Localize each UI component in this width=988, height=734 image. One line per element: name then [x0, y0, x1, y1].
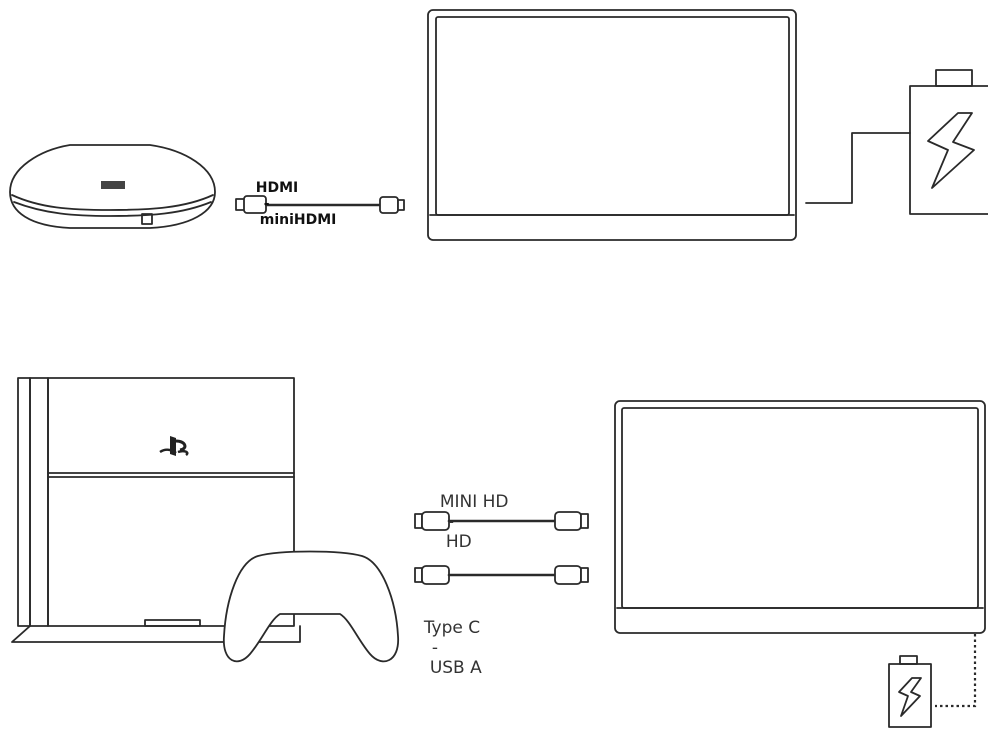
playstation-console-icon	[11, 377, 301, 643]
bottom-hdmi-sep: -	[447, 512, 454, 532]
hdmi-minihdmi-cable	[235, 195, 405, 214]
gamepad-icon	[223, 550, 399, 663]
bottom-usb-sep: -	[431, 638, 438, 658]
bottom-usb-right: USB A	[429, 658, 482, 678]
top-cable-right: miniHDMI	[259, 212, 337, 228]
battery-charge-icon	[888, 655, 932, 728]
typec-usba-cable	[414, 565, 589, 585]
minihd-hd-cable	[414, 511, 589, 531]
bottom-hdmi-cable-label: MINI HD - HD	[429, 472, 509, 552]
battery-charge-icon	[909, 69, 988, 215]
portable-monitor-icon	[427, 9, 797, 241]
top-cable-left: HDMI	[255, 180, 299, 196]
bottom-usb-left: Type C	[423, 618, 481, 638]
bottom-usb-cable-label: Type C - USB A	[413, 598, 482, 678]
portable-monitor-icon	[614, 400, 986, 634]
bottom-hdmi-right: HD	[445, 532, 472, 552]
top-cable-label: HDMI - miniHDMI	[246, 164, 337, 228]
tv-box-icon	[9, 144, 216, 229]
bottom-hdmi-left: MINI HD	[439, 492, 509, 512]
playstation-logo-icon	[159, 436, 189, 456]
top-cable-sep: -	[263, 196, 270, 212]
